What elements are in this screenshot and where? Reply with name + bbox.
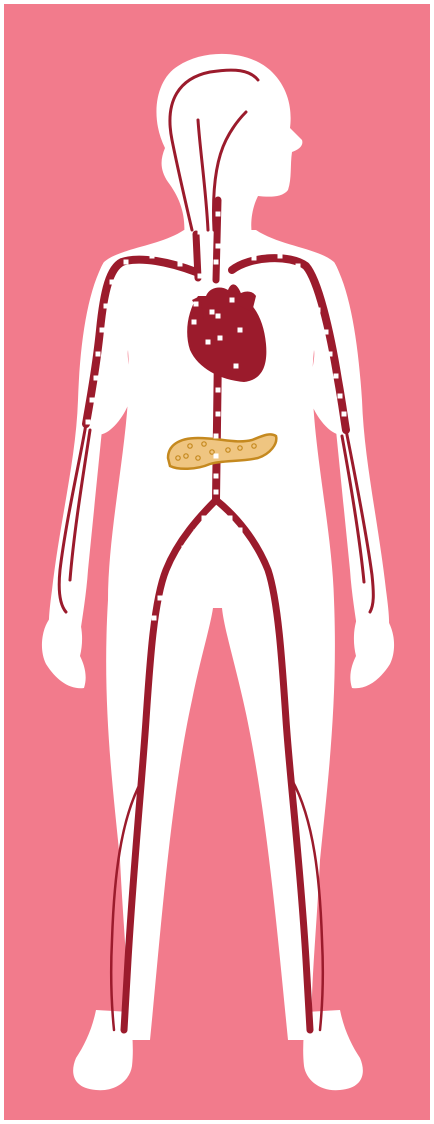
blood-particle <box>170 574 175 579</box>
blood-particle <box>214 260 219 265</box>
blood-particle <box>210 310 215 315</box>
blood-particle <box>278 254 283 259</box>
blood-particle <box>338 394 343 399</box>
blood-particle <box>216 212 221 217</box>
blood-particle <box>216 314 221 319</box>
blood-particle <box>214 490 219 495</box>
blood-particle <box>258 568 263 573</box>
blood-particle <box>152 616 157 621</box>
blood-particle <box>324 330 329 335</box>
blood-particle <box>316 308 321 313</box>
blood-particle <box>296 264 301 269</box>
blood-particle <box>86 420 91 425</box>
blood-particle <box>104 304 109 309</box>
blood-particle <box>206 340 211 345</box>
blood-particle <box>94 376 99 381</box>
blood-particle <box>194 530 199 535</box>
blood-particle <box>238 528 243 533</box>
blood-particle <box>150 254 155 259</box>
blood-particle <box>234 364 239 369</box>
blood-particle <box>218 336 223 341</box>
blood-particle <box>192 320 197 325</box>
blood-particle <box>96 352 101 357</box>
blood-particle <box>110 280 115 285</box>
blood-particle <box>124 260 129 265</box>
blood-particle <box>230 298 235 303</box>
blood-particle <box>334 374 339 379</box>
blood-particle <box>202 516 207 521</box>
blood-particle <box>238 328 243 333</box>
blood-particle <box>228 516 233 521</box>
blood-particle <box>246 546 251 551</box>
blood-particle <box>306 286 311 291</box>
blood-particle <box>216 244 221 249</box>
blood-particle <box>216 388 221 393</box>
blood-particle <box>214 454 219 459</box>
blood-particle <box>90 398 95 403</box>
blood-particle <box>198 230 203 235</box>
blood-particle <box>342 412 347 417</box>
blood-particle <box>100 328 105 333</box>
blood-particle <box>252 256 257 261</box>
blood-particle <box>158 596 163 601</box>
blood-particle <box>198 274 203 279</box>
blood-particle <box>264 588 269 593</box>
blood-particle <box>328 352 333 357</box>
blood-particle <box>214 474 219 479</box>
blood-particle <box>216 412 221 417</box>
blood-particle <box>182 546 187 551</box>
blood-particle <box>214 434 219 439</box>
blood-particle <box>194 302 199 307</box>
blood-particle <box>178 262 183 267</box>
